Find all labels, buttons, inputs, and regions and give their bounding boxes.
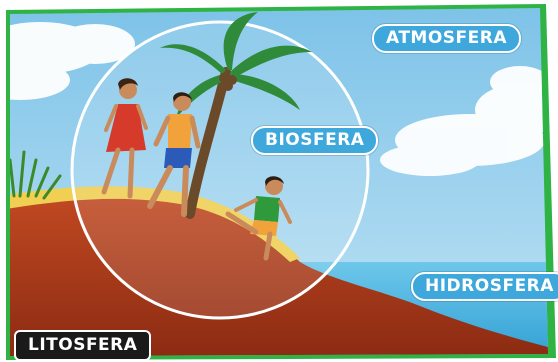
lithosphere-label: LITOSFERA bbox=[14, 330, 151, 361]
biosphere-label: BIOSFERA bbox=[251, 126, 378, 155]
atmosphere-label: ATMOSFERA bbox=[372, 24, 521, 53]
hydrosphere-label: HIDROSFERA bbox=[411, 272, 558, 301]
